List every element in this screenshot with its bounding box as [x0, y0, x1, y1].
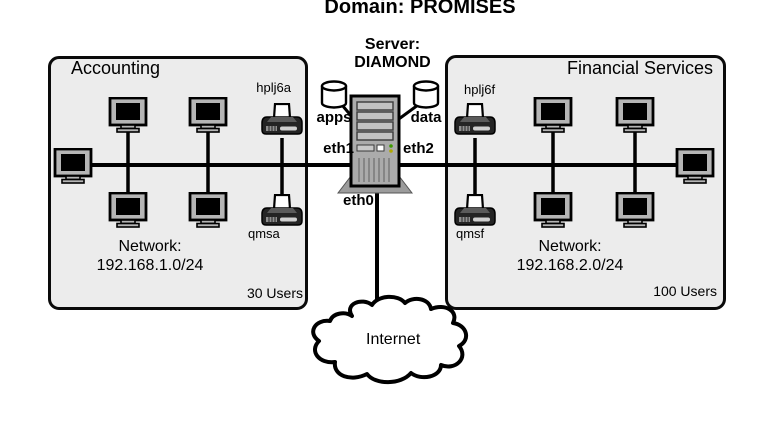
server-caption-line: Server: [364, 36, 421, 53]
network-cidr: 192.168.1.0/24 [96, 256, 204, 274]
printer-icon [260, 194, 304, 227]
workstation-icon [188, 192, 228, 228]
printer-icon [453, 194, 497, 227]
interface-label-eth1: eth1 [323, 140, 354, 157]
zone-accounting [48, 56, 308, 310]
database-label-data: data [410, 109, 442, 126]
network-caption: Network: [118, 238, 182, 255]
internet-cloud-icon [311, 294, 469, 385]
network-caption: Network: [538, 238, 602, 255]
printer-icon [260, 103, 304, 136]
database-icon [320, 80, 348, 109]
interface-label-eth2: eth2 [403, 140, 434, 157]
server-caption: Server: DIAMOND [325, 36, 460, 72]
printer-label-qmsa: qmsa [248, 226, 280, 241]
zone-title-accounting: Accounting [71, 58, 161, 78]
zone-title-financial-services: Financial Services [567, 58, 714, 78]
printer-icon [453, 103, 497, 136]
network-cidr: 192.168.2.0/24 [516, 256, 624, 274]
workstation-icon [533, 192, 573, 228]
server-tower-icon [336, 94, 414, 194]
diagram-title: Domain: PROMISES [324, 0, 516, 18]
printer-label-hplj6f: hplj6f [464, 82, 496, 97]
workstation-icon [53, 148, 93, 184]
interface-label-eth0: eth0 [343, 192, 374, 209]
database-label-apps: apps [316, 109, 352, 126]
workstation-icon [675, 148, 715, 184]
user-count-accounting: 30 Users [246, 285, 303, 301]
workstation-icon [108, 97, 148, 133]
user-count-financial: 100 Users [653, 283, 717, 299]
workstation-icon [615, 192, 655, 228]
workstation-icon [108, 192, 148, 228]
server-name: DIAMOND [354, 53, 431, 71]
workstation-icon [615, 97, 655, 133]
printer-label-hplj6a: hplj6a [256, 80, 291, 95]
zone-financial-services [445, 55, 726, 310]
database-icon [412, 80, 440, 109]
network-address-financial: Network: 192.168.2.0/24 [500, 238, 640, 276]
workstation-icon [188, 97, 228, 133]
printer-label-qmsf: qmsf [456, 226, 485, 241]
workstation-icon [533, 97, 573, 133]
internet-label: Internet [366, 331, 421, 348]
network-address-accounting: Network: 192.168.1.0/24 [82, 238, 218, 276]
